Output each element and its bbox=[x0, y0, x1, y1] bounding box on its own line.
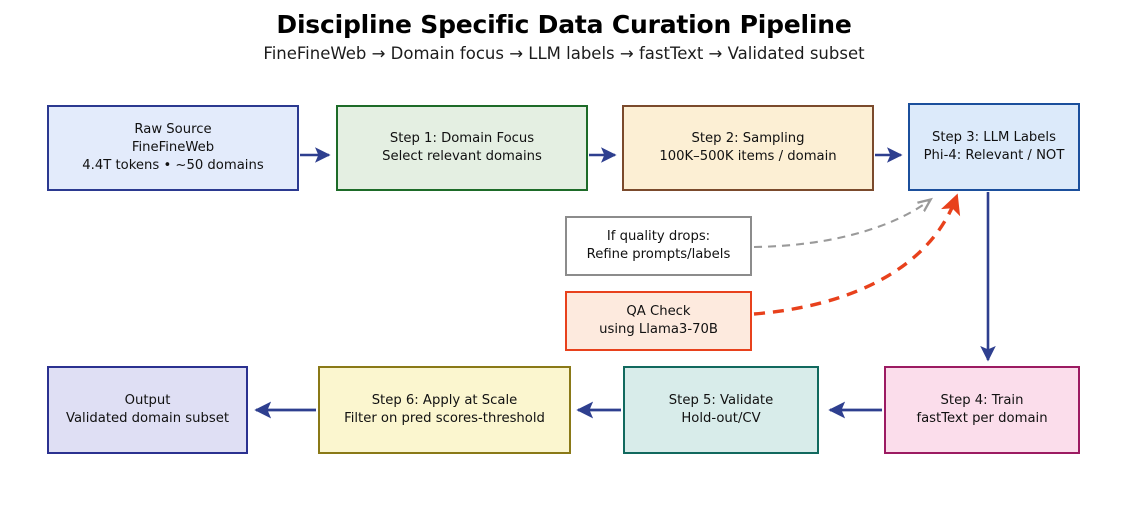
node-step-2-sampling[interactable]: Step 2: Sampling 100K–500K items / domai… bbox=[622, 105, 874, 191]
page-subtitle: FineFineWeb → Domain focus → LLM labels … bbox=[263, 44, 865, 63]
connector-refine-feedback-to-step3 bbox=[753, 200, 930, 249]
connector-qa-feedback-to-step3 bbox=[753, 193, 961, 316]
node-raw-source[interactable]: Raw Source FineFineWeb 4.4T tokens • ~50… bbox=[47, 105, 299, 191]
node-step-6-apply-at-scale[interactable]: Step 6: Apply at Scale Filter on pred sc… bbox=[318, 366, 571, 454]
page-title: Discipline Specific Data Curation Pipeli… bbox=[276, 10, 852, 39]
node-qa-check[interactable]: QA Check using Llama3-70B bbox=[565, 291, 752, 351]
node-step-5-validate[interactable]: Step 5: Validate Hold-out/CV bbox=[623, 366, 819, 454]
node-step-1-domain-focus[interactable]: Step 1: Domain Focus Select relevant dom… bbox=[336, 105, 588, 191]
node-output-validated-subset[interactable]: Output Validated domain subset bbox=[47, 366, 248, 454]
node-step-4-train[interactable]: Step 4: Train fastText per domain bbox=[884, 366, 1080, 454]
node-step-3-llm-labels[interactable]: Step 3: LLM Labels Phi-4: Relevant / NOT bbox=[908, 103, 1080, 191]
node-refine-note[interactable]: If quality drops: Refine prompts/labels bbox=[565, 216, 752, 276]
